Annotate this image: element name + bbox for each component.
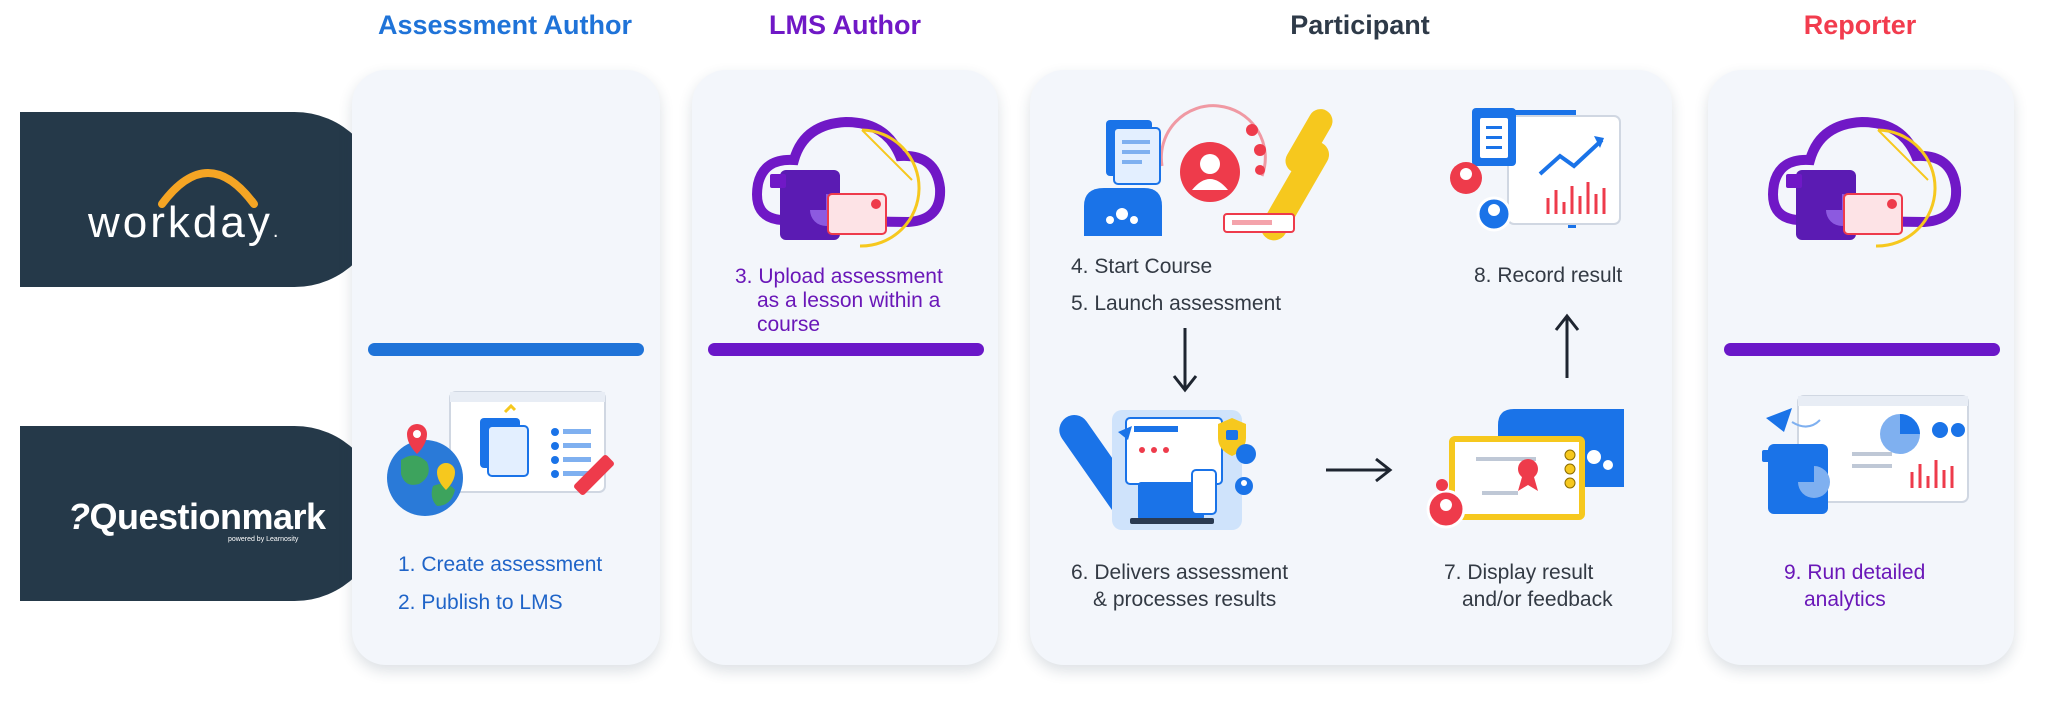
questionmark-badge: ?Questionmark powered by Learnosity: [20, 426, 382, 601]
divider-reporter: [1724, 343, 2000, 356]
workday-badge: workday.: [20, 112, 382, 287]
card-lms-author: [692, 70, 998, 665]
step-6-delivers-assessment-line-1: 6. Delivers assessment: [1071, 561, 1289, 584]
step-2-publish-to-lms: 2. Publish to LMS: [398, 591, 563, 614]
certificate-feedback-icon: [1426, 409, 1624, 529]
divider-assessment-author: [368, 343, 644, 356]
step-7-display-result-line-2: and/or feedback: [1462, 588, 1613, 611]
multi-device-delivery-icon: [1059, 410, 1256, 530]
questionmark-wordmark: ?Questionmark: [68, 496, 326, 537]
step-1-create-assessment: 1. Create assessment: [398, 553, 603, 576]
questionmark-symbol-icon: ?: [68, 496, 90, 537]
step-3-upload-assessment-line-2: as a lesson within a: [757, 289, 941, 312]
step-7-display-result-line-1: 7. Display result: [1444, 561, 1594, 584]
divider-lms-author: [708, 343, 984, 356]
step-6-delivers-assessment-line-2: & processes results: [1093, 588, 1277, 611]
analytics-dashboard-icon: [1762, 395, 1969, 514]
column-title-assessment-author: Assessment Author: [377, 10, 633, 40]
step-5-launch-assessment: 5. Launch assessment: [1071, 292, 1282, 315]
cloud-lms-icon: [752, 116, 946, 248]
column-title-lms-author: LMS Author: [769, 10, 921, 40]
column-title-reporter: Reporter: [1803, 10, 1917, 40]
step-9-run-analytics-line-1: 9. Run detailed: [1784, 561, 1926, 584]
arrow-right-icon: [1326, 457, 1393, 483]
step-4-start-course: 4. Start Course: [1071, 255, 1213, 278]
workday-wordmark: workday.: [88, 198, 282, 247]
column-title-participant: Participant: [1290, 10, 1430, 40]
step-3-upload-assessment-line-1: 3. Upload assessment: [735, 265, 943, 288]
workday-logo-arc-icon: [158, 169, 258, 208]
record-result-icon: [1450, 108, 1621, 232]
step-9-run-analytics-line-2: analytics: [1804, 588, 1886, 611]
cloud-report-icon: [1768, 116, 1962, 248]
course-launch-icon: [1084, 104, 1333, 241]
step-3-upload-assessment-line-3: course: [757, 313, 821, 336]
globe-and-laptop-icon: [387, 391, 614, 516]
step-8-record-result: 8. Record result: [1474, 264, 1623, 287]
arrow-down-icon: [1172, 328, 1198, 393]
arrow-up-icon: [1554, 313, 1580, 378]
card-reporter: [1708, 70, 2014, 665]
card-assessment-author: [352, 70, 660, 665]
questionmark-tagline: powered by Learnosity: [228, 536, 299, 543]
